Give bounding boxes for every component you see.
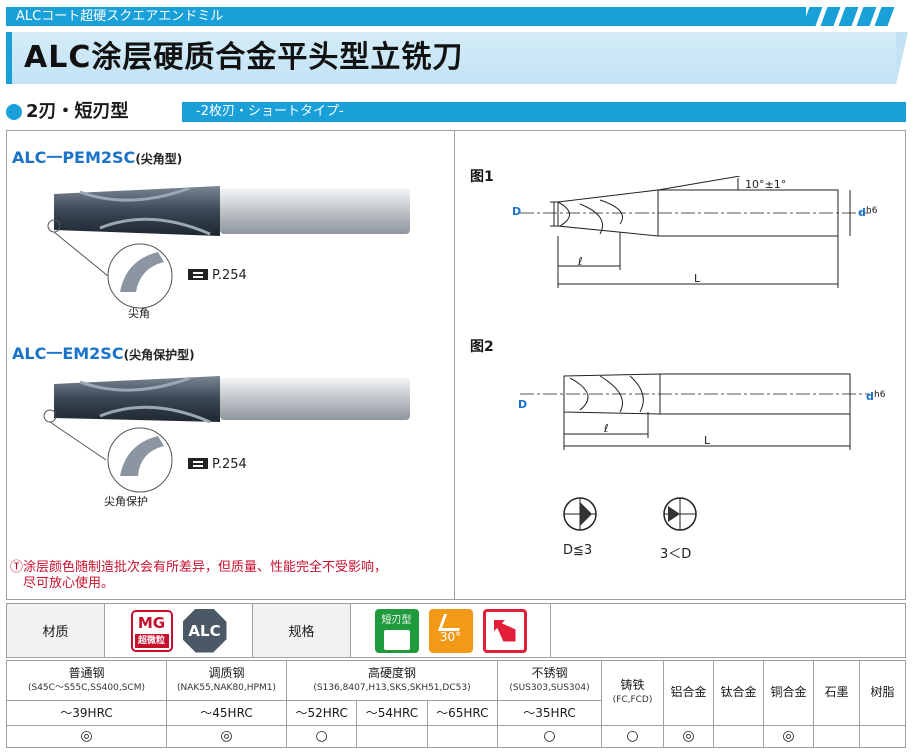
mat-col-2: 高硬度钢(S136,8407,H13,SKS,SKH51,DC53) xyxy=(286,659,498,702)
material-label: 材质 xyxy=(6,603,105,658)
corner-label-2: 尖角保护 xyxy=(104,495,148,508)
mat-col-1: 调质钢(NAK55,NAK80,HPM1) xyxy=(166,659,287,702)
section-title: 2刃・短刃型 xyxy=(26,101,129,122)
mat-col-6: 钛合金 xyxy=(713,660,764,726)
rating-5: ○ xyxy=(497,724,602,749)
rating-1: ◎ xyxy=(166,724,287,749)
figure-1-drawing xyxy=(520,176,870,288)
top-header-bar: ALCコート超硬スクエアエンドミル xyxy=(0,4,914,28)
hardness-3: ～54HRC xyxy=(356,700,428,726)
fig2-D: D xyxy=(518,398,528,411)
mat-col-0: 普通钢(S45C～S55C,SS400,SCM) xyxy=(6,659,167,702)
hardness-5: ～35HRC xyxy=(497,700,602,726)
fig1-d: d xyxy=(858,206,866,219)
rating-10 xyxy=(813,724,860,749)
hardness-2: ～52HRC xyxy=(285,700,358,726)
figure-2-title: 图2 xyxy=(470,339,494,355)
figure-1-title: 图1 xyxy=(470,169,494,185)
cross-section-2-icon xyxy=(663,497,697,531)
fig1-d-tol: h6 xyxy=(866,206,878,216)
short-blade-icon: 短刃型 xyxy=(374,608,419,653)
fig2-l: ℓ xyxy=(604,422,609,435)
caution-icon: Ⓣ xyxy=(10,560,24,575)
title-band: ALC涂层硬质合金平头型立铣刀 xyxy=(6,32,908,84)
panel-divider xyxy=(454,130,455,600)
fig1-angle: 10°±1° xyxy=(745,178,787,191)
rating-0: ◎ xyxy=(6,724,167,749)
product-1-model: ALC一PEM2SC(尖角型) xyxy=(12,148,183,167)
rating-2: ○ xyxy=(285,724,358,749)
cross-section-2-label: 3＜D xyxy=(660,547,692,562)
jp-title: ALCコート超硬スクエアエンドミル xyxy=(6,7,806,26)
fig1-D: D xyxy=(512,205,522,218)
endmill-1-image xyxy=(47,186,410,309)
cross-section-1-label: D≦3 xyxy=(563,543,593,558)
spec-label: 规格 xyxy=(252,603,351,658)
reference-icon xyxy=(188,458,208,469)
fig2-d: d xyxy=(866,390,874,403)
mat-col-8: 石墨 xyxy=(813,660,860,726)
mat-col-5: 铝合金 xyxy=(663,660,714,726)
hardness-0: ～39HRC xyxy=(6,700,167,726)
endmill-2-image xyxy=(43,376,410,493)
section-subtitle: -2枚刃・ショートタイプ- xyxy=(182,102,906,122)
mat-col-9: 树脂 xyxy=(859,660,906,726)
fig1-l: ℓ xyxy=(578,255,583,268)
materials-table: 普通钢(S45C～S55C,SS400,SCM) 调质钢(NAK55,NAK80… xyxy=(6,659,906,749)
ref-link-2[interactable]: P.254 xyxy=(188,457,247,472)
cross-section-1-icon xyxy=(563,497,597,531)
page-title: ALC涂层硬质合金平头型立铣刀 xyxy=(24,40,464,75)
bullet-icon xyxy=(6,104,22,120)
ref-link-1[interactable]: P.254 xyxy=(188,268,247,283)
section-heading: 2刃・短刃型 -2枚刃・ショートタイプ- xyxy=(6,100,906,124)
spec-icons: 短刃型 30° xyxy=(350,603,551,658)
header-stripes xyxy=(802,7,906,26)
rating-6: ○ xyxy=(601,724,664,749)
helix-30-icon: 30° xyxy=(428,608,473,653)
product-panel xyxy=(6,130,906,600)
rating-8 xyxy=(713,724,764,749)
corner-label-1: 尖角 xyxy=(128,307,150,320)
mat-col-4: 铸铁(FC,FCD) xyxy=(601,660,664,726)
rating-11 xyxy=(859,724,906,749)
hardness-1: ～45HRC xyxy=(166,700,287,726)
rating-3 xyxy=(356,724,428,749)
figure-2-drawing xyxy=(520,373,870,450)
square-end-icon xyxy=(482,608,527,653)
spec-empty xyxy=(550,603,906,658)
rating-9: ◎ xyxy=(763,724,814,749)
fig2-L: L xyxy=(704,434,711,447)
hardness-4: ～65HRC xyxy=(426,700,499,726)
reference-icon xyxy=(188,269,208,280)
mat-col-7: 铜合金 xyxy=(763,660,814,726)
alc-coating-icon: ALC xyxy=(182,608,227,653)
rating-7: ◎ xyxy=(663,724,714,749)
mat-col-3: 不锈钢(SUS303,SUS304) xyxy=(497,659,602,702)
fig2-d-tol: h6 xyxy=(874,390,886,400)
fig1-L: L xyxy=(694,272,701,285)
coating-color-note: Ⓣ涂层颜色随制造批次会有所差异，但质量、性能完全不受影响， 尽可放心使用。 xyxy=(10,560,388,591)
product-2-model: ALC一EM2SC(尖角保护型) xyxy=(12,344,195,363)
rating-4 xyxy=(426,724,499,749)
